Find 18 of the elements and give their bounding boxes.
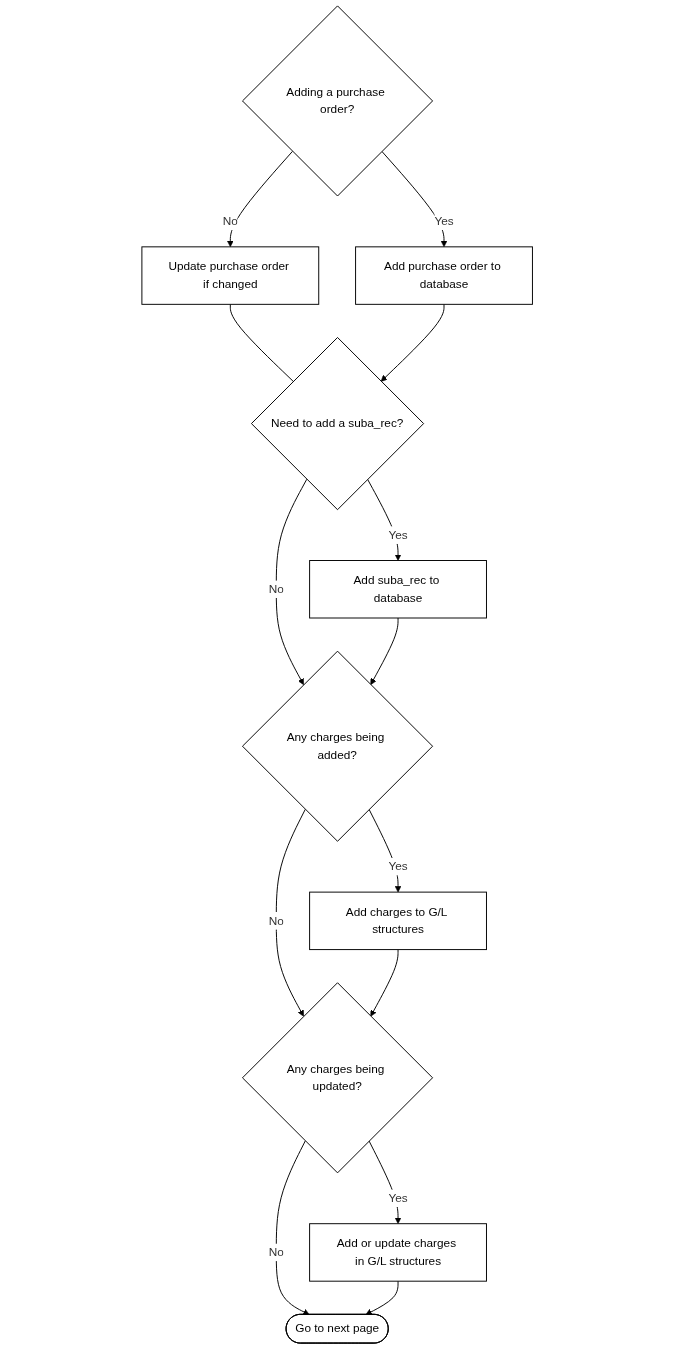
node-diamond: Any charges being added? <box>241 650 433 842</box>
edge-label: Yes <box>388 860 408 873</box>
edge-label: No <box>222 214 238 228</box>
node-box: Add or update charges in G/L structures <box>308 1223 487 1282</box>
node-diamond: Adding a purchase order? <box>241 5 433 197</box>
edge-label: No <box>268 914 284 927</box>
edge-label: No <box>268 1245 284 1259</box>
connector <box>229 303 294 382</box>
node-box: Add suba_rec to database <box>308 560 487 619</box>
edge-label: Yes <box>388 528 408 541</box>
node-box: Add purchase order to database <box>354 246 533 305</box>
node-box: Add charges to G/L structures <box>308 891 487 951</box>
edge-label: Yes <box>388 1191 408 1205</box>
edge-label: No <box>268 582 284 596</box>
edge-label: Yes <box>434 214 454 228</box>
node-diamond: Need to add a suba_rec? <box>250 337 424 511</box>
node-diamond: Any charges being updated? <box>241 982 433 1174</box>
node-box: Update purchase order if changed <box>141 246 320 305</box>
